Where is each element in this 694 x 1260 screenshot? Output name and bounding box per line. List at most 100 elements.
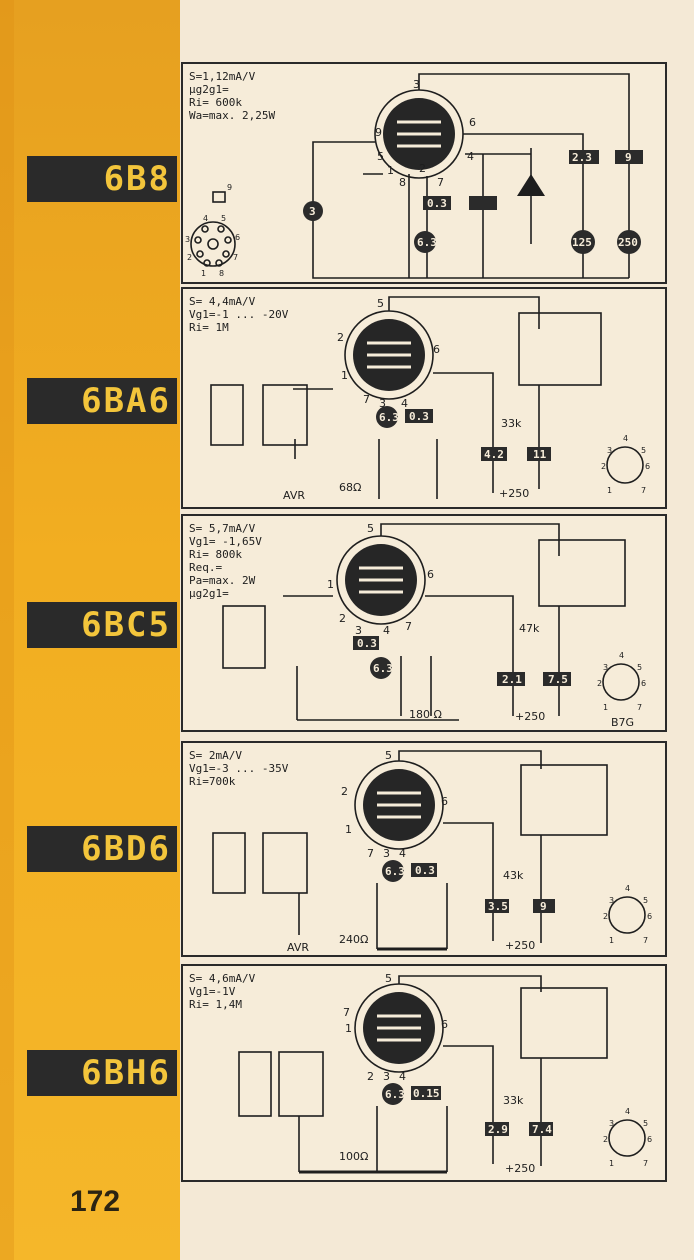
resistor-label: 68Ω [339,481,361,494]
spec-line: Vg1=-1 ... -20V [189,308,289,321]
socket-pin: 6 [647,912,652,921]
value-badge: 3 [309,205,316,218]
socket-pin: 6 [645,462,650,471]
pin-label: 4 [401,397,408,410]
resistor-label: 47k [519,622,540,635]
avr-label: AVR [287,941,309,954]
spec-line: S= 2mA/V [189,749,242,762]
socket-pin: 5 [641,446,646,455]
socket-pin: 1 [201,269,206,278]
schematic-6bd6: S= 2mA/V Vg1=-3 ... -35V Ri=700k 5 2 1 6… [181,741,667,957]
spec-line: Vg1=-3 ... -35V [189,762,289,775]
value-badge: 6.3 [385,1088,405,1101]
pin-label: 7 [343,1006,350,1019]
value-badge: 11 [533,448,547,461]
pin-label: 2 [339,612,346,625]
spec-line: S= 4,6mA/V [189,972,256,985]
strip-shadow [0,0,14,1260]
socket-pin: 1 [609,1159,614,1168]
spec-line: Vg1=-1V [189,985,236,998]
value-badge: 3.5 [488,900,508,913]
pin-label: 4 [383,624,390,637]
spec-line: S= 5,7mA/V [189,522,256,535]
socket-type-label: B7G [611,716,634,729]
socket-pin: 5 [643,1119,648,1128]
socket-pin: 3 [607,446,612,455]
pin-label: 4 [399,847,406,860]
value-badge: 7.4 [532,1123,552,1136]
socket-pin: 3 [609,896,614,905]
socket-pin: 1 [607,486,612,495]
tube-label-6b8: 6B8 [27,156,177,202]
pin-label: 1 [345,823,352,836]
circuit-diagram: 5 2 1 6 7 3 4 6.3 0.3 4.2 11 [210,296,650,502]
pin-label: 6 [441,1018,448,1031]
socket-pin: 3 [609,1119,614,1128]
socket-pin: 7 [641,486,646,495]
spec-line: Ri= 1,4M [189,998,242,1011]
value-badge: 125 [572,236,592,249]
value-badge: 6.3 [373,662,393,675]
spec-line: Wa=max. 2,25W [189,109,276,122]
spec-line: Ri=700k [189,775,236,788]
socket-pin: 2 [597,679,602,688]
socket-pin: 4 [625,1107,630,1116]
socket-pin: 1 [609,936,614,945]
pin-label: 1 [345,1022,352,1035]
value-badge: 0.3 [415,864,435,877]
circuit-diagram: 5 2 1 6 7 3 4 6.3 0.3 3.5 9 4 [212,749,652,954]
page-number: 172 [70,1185,121,1218]
pin-label: 3 [383,847,390,860]
socket-pin: 5 [221,214,226,223]
value-badge: 6.3 [379,411,399,424]
pin-label: 3 [413,78,420,91]
value-badge: 2.9 [488,1123,508,1136]
tube-label-6ba6: 6BA6 [27,378,177,424]
spec-list: S= 4,4mA/V Vg1=-1 ... -20V Ri= 1M [189,295,288,334]
supply-label: +250 [515,710,545,723]
spec-line: S=1,12mA/V [189,70,256,83]
socket-pin: 2 [601,462,606,471]
schematic-6ba6: S= 4,4mA/V Vg1=-1 ... -20V Ri= 1M 5 2 1 … [181,287,667,509]
tube-label-6bd6: 6BD6 [27,826,177,872]
socket-pin: 7 [637,703,642,712]
spec-list: S=1,12mA/V μg2g1= Ri= 600k Wa=max. 2,25W [189,70,275,122]
pin-label: 6 [427,568,434,581]
socket-diagram: 3 4 5 2 6 1 7 [601,434,650,495]
socket-pin: 4 [619,651,624,660]
pin-label: 1 [341,369,348,382]
resistor-label: 43k [503,869,524,882]
schematic-6bc5: S= 5,7mA/V Vg1= -1,65V Ri= 800k Req.= Pa… [181,514,667,732]
pin-label: 7 [437,176,444,189]
pin-label: 6 [469,116,476,129]
spec-line: Pa=max. 2W [189,574,256,587]
socket-pin: 7 [233,253,238,262]
value-badge: 0.3 [357,637,377,650]
spec-line: Ri= 1M [189,321,229,334]
pin-label: 4 [467,150,474,163]
value-badge: 0.15 [413,1087,440,1100]
schematic-6b8: S=1,12mA/V μg2g1= Ri= 600k Wa=max. 2,25W… [181,62,667,284]
socket-pin: 4 [623,434,628,443]
socket-pin: 2 [603,1135,608,1144]
circuit-diagram: 5 1 6 2 3 4 7 0.3 6.3 2.1 7.5 [222,522,646,729]
spec-line: Req.= [189,561,223,574]
value-badge: 250 [618,236,638,249]
socket-diagram: 3 4 5 2 6 1 7 [603,884,652,945]
socket-pin: 7 [643,1159,648,1168]
pin-label: 5 [377,150,384,163]
pin-label: 1 [387,164,394,177]
spec-list: S= 2mA/V Vg1=-3 ... -35V Ri=700k [189,749,288,788]
spec-list: S= 4,6mA/V Vg1=-1V Ri= 1,4M [189,972,255,1011]
value-badge: 0.3 [409,410,429,423]
socket-pin: 4 [625,884,630,893]
socket-pin: 9 [227,183,232,192]
socket-pin: 2 [603,912,608,921]
pin-label: 6 [441,795,448,808]
value-badge: 0.3 [427,197,447,210]
supply-label: +250 [505,939,535,952]
pin-label: 6 [433,343,440,356]
socket-pin: 2 [187,253,192,262]
socket-pin: 7 [643,936,648,945]
